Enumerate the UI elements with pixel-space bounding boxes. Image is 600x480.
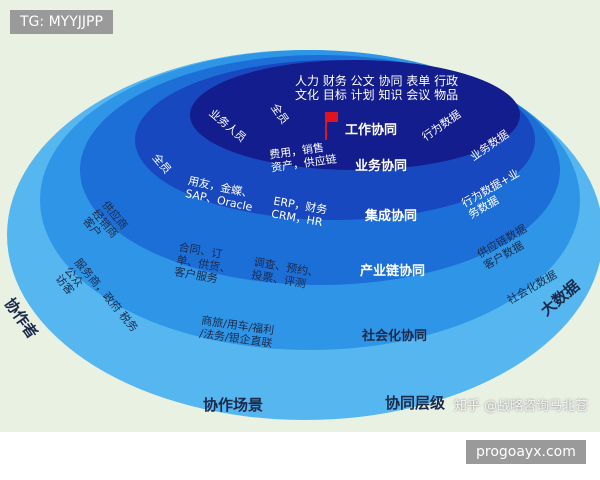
ring-work: [190, 60, 520, 170]
flag-icon: [325, 112, 338, 140]
work-title: 工作协同: [345, 123, 398, 138]
tag-top: TG: MYYJJPP: [10, 10, 113, 34]
chain-title: 产业链协同: [360, 264, 426, 279]
axis-level: 协同层级: [385, 394, 446, 412]
axis-scene: 协作场景: [203, 396, 264, 414]
integration-title: 集成协同: [365, 209, 418, 224]
diagram-area: 人力 财务 公文 协同 表单 行政 文化 目标 计划 知识 会议 物品 全员 工…: [0, 0, 600, 432]
business-title: 业务协同: [355, 159, 408, 174]
concentric-ellipses: [7, 50, 600, 420]
watermark: 知乎 @战略咨询马北苍: [454, 399, 589, 414]
social-title: 社会化协同: [362, 329, 428, 344]
work-items: 人力 财务 公文 协同 表单 行政 文化 目标 计划 知识 会议 物品: [295, 74, 459, 102]
tag-bottom: progoayx.com: [466, 440, 586, 464]
